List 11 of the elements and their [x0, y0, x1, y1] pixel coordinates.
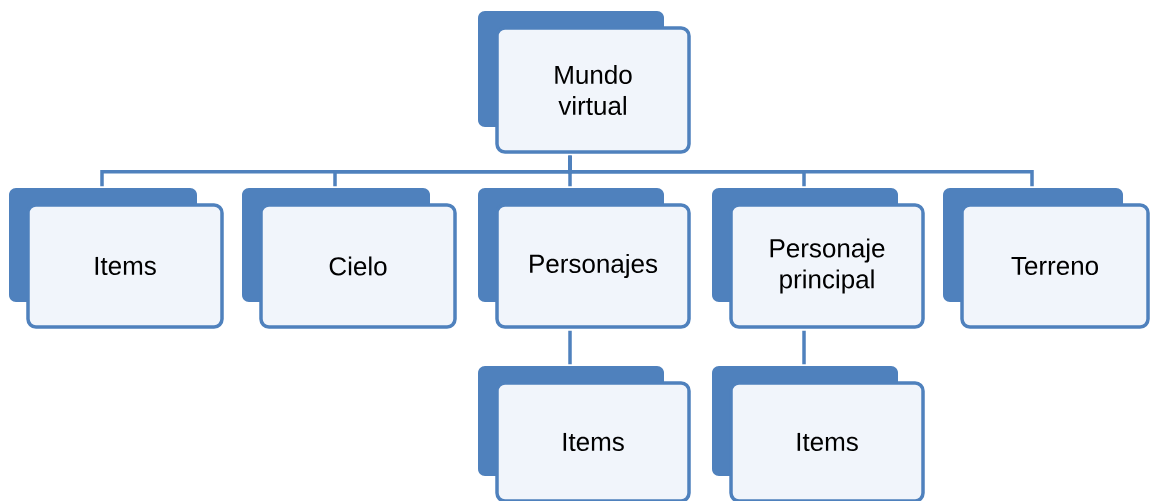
org-chart-box: Mundo virtual	[478, 11, 691, 154]
org-chart-box: Personajes	[478, 188, 691, 329]
connector-line	[568, 330, 572, 365]
org-chart-box: Items	[9, 188, 224, 329]
org-chart-box: Items	[478, 366, 691, 501]
connector-line	[802, 330, 806, 365]
org-chart-box: Cielo	[242, 188, 457, 329]
org-chart-box: Personaje principal	[712, 188, 925, 329]
org-chart-box: Items	[712, 366, 925, 501]
connector-line	[568, 155, 1034, 187]
org-chart-box: Terreno	[943, 188, 1150, 329]
